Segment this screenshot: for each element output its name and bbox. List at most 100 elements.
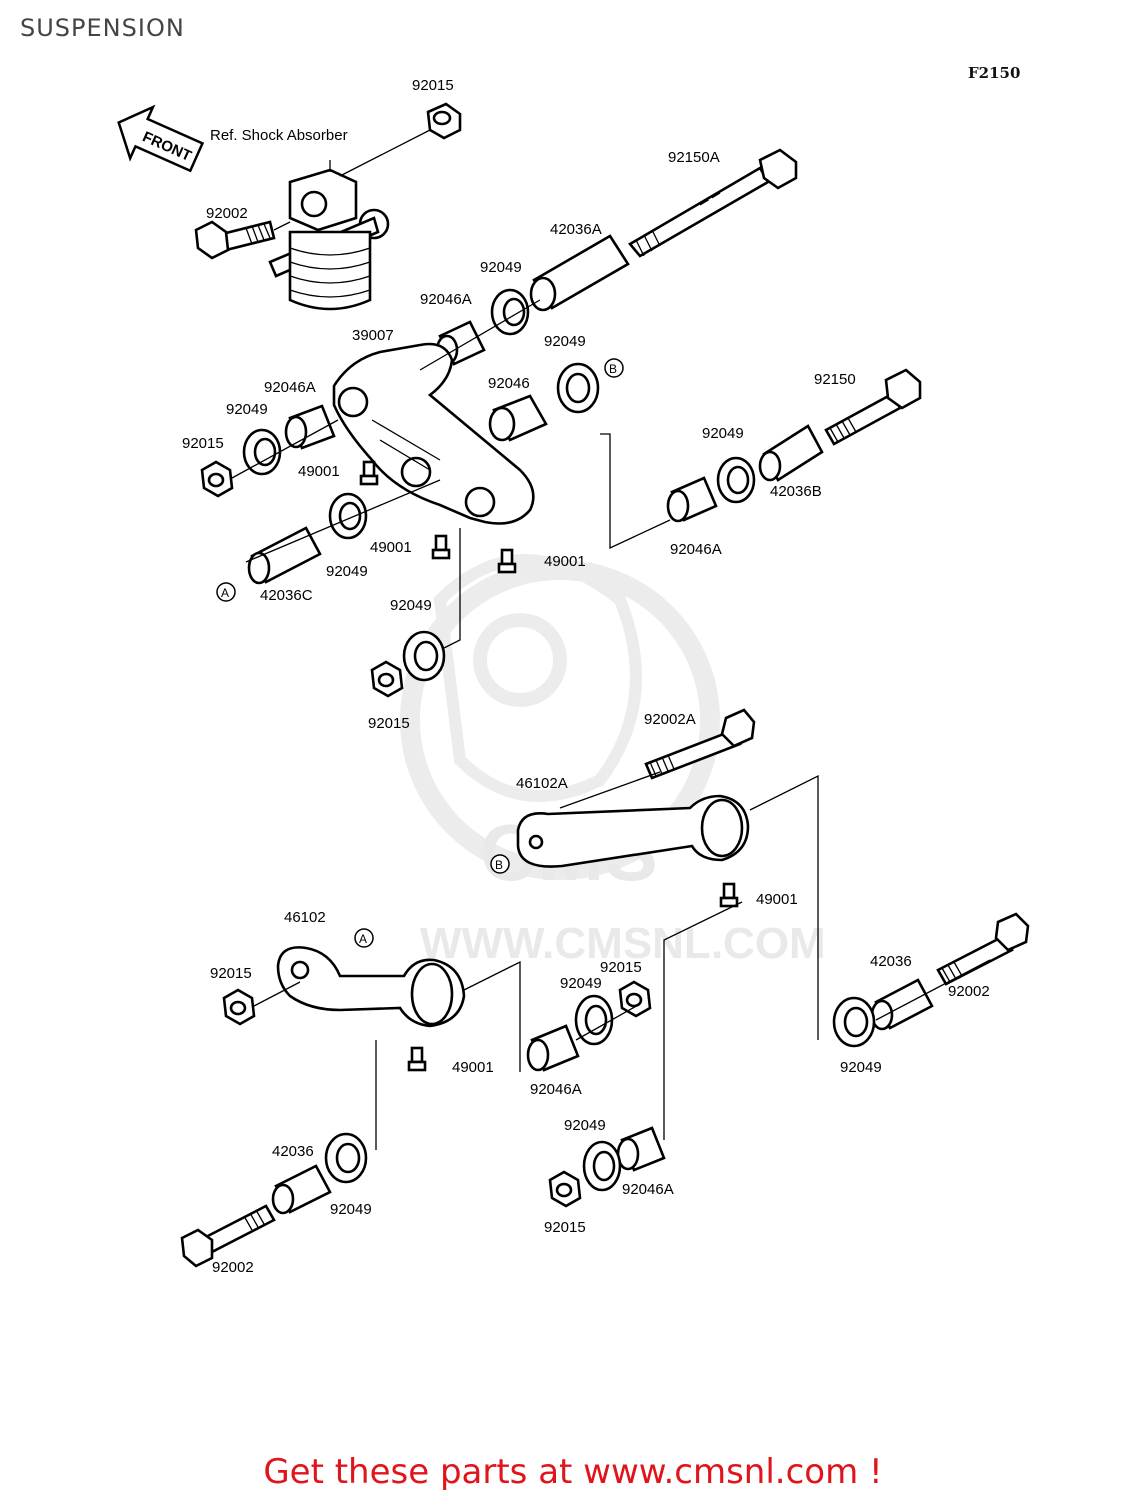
sleeve-42036B bbox=[758, 424, 824, 482]
svg-text:A: A bbox=[221, 586, 229, 600]
part-label: 49001 bbox=[756, 891, 798, 908]
seal-92049-mid-lower bbox=[574, 994, 614, 1046]
assembly-lines bbox=[231, 299, 991, 1150]
bearing-92046A-mid bbox=[526, 1024, 580, 1072]
part-label: 92002 bbox=[206, 205, 248, 222]
part-label: 92002A bbox=[644, 711, 696, 728]
tie-rod-39007 bbox=[332, 342, 535, 525]
nut-92015-lower bbox=[370, 660, 404, 698]
nut-92015-left bbox=[200, 460, 234, 498]
seal-92049-bottom-mid bbox=[582, 1140, 622, 1192]
part-label: 92046A bbox=[670, 541, 722, 558]
part-label: 92049 bbox=[226, 401, 268, 418]
part-label: 92015 bbox=[412, 77, 454, 94]
part-label: 92049 bbox=[480, 259, 522, 276]
grease-nipple-49001-a bbox=[359, 460, 379, 486]
callout-a-arm: A bbox=[354, 928, 374, 948]
bolt-92002A bbox=[644, 708, 756, 780]
part-label: 92049 bbox=[390, 597, 432, 614]
part-label: 46102A bbox=[516, 775, 568, 792]
part-label: 92002 bbox=[948, 983, 990, 1000]
part-label: 92046A bbox=[420, 291, 472, 308]
part-label: 39007 bbox=[352, 327, 394, 344]
arm-46102A bbox=[516, 794, 750, 868]
bearing-92046A-right bbox=[666, 476, 718, 523]
seal-92049-mid bbox=[328, 492, 368, 540]
svg-text:B: B bbox=[609, 362, 617, 376]
seal-92049-right-lower bbox=[832, 996, 876, 1048]
grease-nipple-49001-b bbox=[431, 534, 451, 560]
sleeve-42036-right bbox=[870, 978, 934, 1031]
part-label: 42036C bbox=[260, 587, 313, 604]
shock-absorber-ref bbox=[268, 160, 390, 311]
watermark-url: WWW.CMSNL.COM bbox=[420, 919, 826, 968]
bolt-92150A bbox=[628, 148, 798, 258]
callout-b-arm: B bbox=[490, 854, 510, 874]
part-label: 42036 bbox=[870, 953, 912, 970]
part-label: 92046A bbox=[622, 1181, 674, 1198]
part-label: 92049 bbox=[702, 425, 744, 442]
part-label: 49001 bbox=[298, 463, 340, 480]
part-label: 92002 bbox=[212, 1259, 254, 1276]
seal-92049-upper bbox=[490, 288, 530, 336]
callout-b-top: B bbox=[604, 358, 624, 378]
seal-92049-bottom-left bbox=[324, 1132, 368, 1184]
part-label: 42036B bbox=[770, 483, 822, 500]
seal-92049-right-stack bbox=[716, 456, 756, 504]
seal-92049-left bbox=[242, 428, 282, 476]
grease-nipple-49001-d bbox=[719, 882, 739, 908]
page-title: SUSPENSION bbox=[20, 14, 185, 42]
reference-note: Ref. Shock Absorber bbox=[210, 127, 348, 144]
part-label: 92049 bbox=[326, 563, 368, 580]
bearing-92046A-left bbox=[284, 404, 336, 450]
bearing-92046 bbox=[488, 394, 548, 442]
part-label: 92049 bbox=[564, 1117, 606, 1134]
part-label: 46102 bbox=[284, 909, 326, 926]
bolt-92002-bottom bbox=[180, 1204, 276, 1268]
front-arrow-icon: FRONT bbox=[117, 104, 205, 173]
nut-92015-mid bbox=[618, 980, 652, 1018]
part-label: 92049 bbox=[544, 333, 586, 350]
seal-92049-right bbox=[556, 362, 600, 414]
part-label: 92046A bbox=[264, 379, 316, 396]
arm-46102 bbox=[276, 946, 466, 1028]
bolt-92002-right bbox=[936, 912, 1030, 986]
nut-92015-top bbox=[339, 102, 462, 177]
svg-text:B: B bbox=[495, 858, 503, 872]
part-label: 49001 bbox=[370, 539, 412, 556]
bolt-92002-top bbox=[194, 220, 291, 260]
part-label: 92049 bbox=[330, 1201, 372, 1218]
cms-watermark: CMS WWW.CMSNL.COM bbox=[400, 554, 826, 968]
part-label: 92150A bbox=[668, 149, 720, 166]
part-label: 49001 bbox=[452, 1059, 494, 1076]
nut-92015-arm bbox=[222, 988, 256, 1026]
nut-92015-bottom bbox=[548, 1170, 582, 1208]
part-label: 42036A bbox=[550, 221, 602, 238]
part-label: 92015 bbox=[368, 715, 410, 732]
part-label: 92015 bbox=[210, 965, 252, 982]
seal-92049-lower bbox=[402, 630, 446, 682]
part-labels: 92015 92002 92150A 42036A 92049 92046A 3… bbox=[182, 77, 990, 1276]
bearing-92046A-bottom bbox=[616, 1126, 666, 1172]
part-label: 49001 bbox=[544, 553, 586, 570]
bolt-92150 bbox=[824, 368, 922, 446]
part-label: 92015 bbox=[544, 1219, 586, 1236]
part-label: 92015 bbox=[600, 959, 642, 976]
exploded-parts-diagram: CMS WWW.CMSNL.COM FRONT Ref. Shock Absor… bbox=[117, 77, 1030, 1276]
sleeve-42036A bbox=[529, 234, 630, 312]
grease-nipple-49001-c bbox=[497, 548, 517, 574]
part-label: 92015 bbox=[182, 435, 224, 452]
part-label: 92150 bbox=[814, 371, 856, 388]
svg-text:A: A bbox=[359, 932, 367, 946]
figure-code: F2150 bbox=[968, 64, 1021, 82]
footer-link[interactable]: Get these parts at www.cmsnl.com ! bbox=[263, 1452, 883, 1492]
part-label: 92049 bbox=[560, 975, 602, 992]
callout-a-left: A bbox=[216, 582, 236, 602]
part-label: 92046 bbox=[488, 375, 530, 392]
grease-nipple-49001-e bbox=[407, 1046, 427, 1072]
sleeve-42036C bbox=[247, 526, 322, 585]
part-label: 92049 bbox=[840, 1059, 882, 1076]
part-label: 92046A bbox=[530, 1081, 582, 1098]
sleeve-42036-bottom bbox=[271, 1164, 332, 1215]
part-label: 42036 bbox=[272, 1143, 314, 1160]
